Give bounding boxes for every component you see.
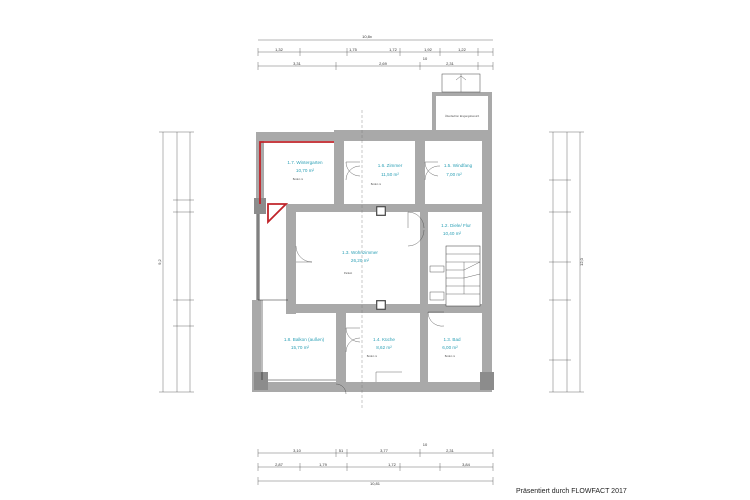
room-balkon-name: 1.8. Balkon (außen): [284, 337, 325, 342]
dim-top-r1-a: 1,32: [275, 47, 284, 52]
entry-porch: Überdachter Eingangsbereich: [432, 73, 492, 132]
dim-top-r2-c: 2,31: [446, 61, 455, 66]
doors: [295, 161, 445, 395]
room-wintergarten-tag: Boden m: [293, 177, 303, 181]
dim-top-r1-e: 1,22: [458, 47, 467, 52]
inner-walls: [286, 140, 483, 384]
room-wintergarten-area: 10,70 m²: [296, 168, 315, 173]
dim-left-total: 9,2: [157, 258, 162, 264]
dim-bottom-r2-d: 3,84: [462, 462, 471, 467]
dim-top-r2-a: 3,31: [293, 61, 302, 66]
dim-top-r2-b: 2,69: [379, 61, 388, 66]
room-balkon-area: 15,70 m²: [291, 345, 310, 350]
dim-bottom-r1-c: 3,77: [380, 448, 389, 453]
balcony-lines: [257, 214, 336, 381]
dim-top-small: 10: [423, 56, 428, 61]
room-zimmer-area: 11,50 m²: [381, 172, 399, 177]
room-wohnzimmer-name: 1.3. Wohnzimmer: [342, 250, 378, 255]
room-wintergarten-name: 1.7. Wintergarten: [287, 160, 323, 165]
dim-bottom-r2-a: 2,87: [275, 462, 284, 467]
porch-label: Überdachter Eingangsbereich: [445, 114, 480, 118]
room-wohnzimmer-tag: Parkett: [344, 271, 352, 275]
room-kueche-name: 1.4. Küche: [373, 337, 395, 342]
dim-top-r1-b: 1,75: [349, 47, 358, 52]
dim-top-r1-d: 1,92: [424, 47, 433, 52]
wintergarten-highlight: [259, 141, 334, 225]
dim-bottom-total: 10,81: [370, 481, 381, 486]
top-dimensions: 10,8x 1,32 1,75 1,72 1,92 1,22 3,31 2,69…: [257, 34, 494, 70]
dim-top-total: 10,8x: [362, 34, 372, 39]
dim-bottom-small: 10: [423, 442, 428, 447]
room-diele-area: 10,40 m²: [443, 231, 462, 236]
room-wohnzimmer-area: 26,20 m²: [351, 258, 370, 263]
staircase: [429, 245, 481, 307]
dim-bottom-r2-c: 1,72: [388, 462, 397, 467]
dim-bottom-r1-a: 3,10: [293, 448, 302, 453]
room-kueche-area: 8,62 m²: [376, 345, 392, 350]
right-dimensions: 12,0: [549, 131, 584, 393]
room-diele-name: 1.2. Diele/ Flur: [441, 223, 471, 228]
bottom-dimensions: 3,10 51 3,77 2,31 10 2,87 1,79 1,72 3,84…: [257, 442, 494, 486]
room-zimmer-name: 1.6. Zimmer: [378, 163, 403, 168]
room-zimmer-tag: Boden m: [371, 182, 381, 186]
room-bad-name: 1.3. Bad: [443, 337, 461, 342]
dim-top-r1-c: 1,72: [389, 47, 398, 52]
room-kueche-tag: Boden m: [367, 354, 377, 358]
room-windfang-area: 7,00 m²: [446, 172, 462, 177]
dim-bottom-r1-d: 2,31: [446, 448, 455, 453]
credit-text: Präsentiert durch FLOWFACT 2017: [516, 488, 627, 495]
room-labels: 1.7. Wintergarten 10,70 m² Boden m 1.6. …: [284, 160, 473, 358]
room-bad-area: 6,00 m²: [442, 345, 458, 350]
room-windfang-name: 1.5. Windfang: [444, 163, 473, 168]
room-bad-tag: Boden m: [445, 354, 455, 358]
dim-right-total: 12,0: [579, 257, 584, 266]
left-dimensions: 9,2: [157, 131, 194, 393]
dim-bottom-r1-b: 51: [339, 448, 344, 453]
dim-bottom-r2-b: 1,79: [319, 462, 328, 467]
